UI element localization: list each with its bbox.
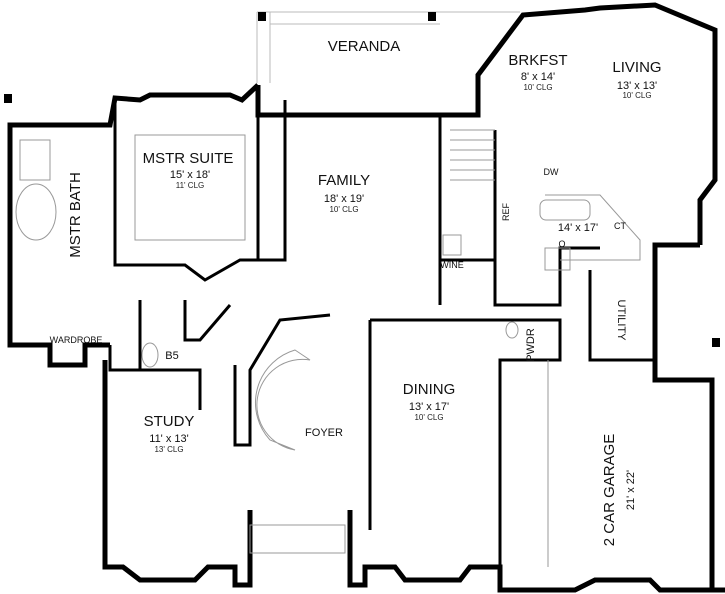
mstr-suite-label: MSTR SUITE [143, 150, 234, 167]
dining-ceiling: 10' CLG [414, 413, 443, 422]
veranda-outline [4, 11, 720, 347]
mstr-suite-size: 15' x 18' [170, 169, 210, 181]
garage-size: 21' x 22' [625, 470, 637, 510]
study-ceiling: 13' CLG [154, 445, 183, 454]
brkfst-size: 8' x 14' [521, 71, 555, 83]
ref-label: REF [501, 202, 511, 221]
dw-label: DW [544, 167, 559, 177]
family-ceiling: 10' CLG [329, 205, 358, 214]
room-labels: VERANDA BRKFST 8' x 14' 10' CLG LIVING 1… [50, 38, 662, 546]
pwdr-label: PWDR [525, 328, 537, 362]
brkfst-ceiling: 10' CLG [523, 83, 552, 92]
dining-size: 13' x 17' [409, 401, 449, 413]
b5-label: B5 [165, 350, 178, 362]
garage-label: 2 CAR GARAGE [601, 434, 618, 547]
family-label: FAMILY [318, 172, 370, 189]
brkfst-label: BRKFST [508, 52, 567, 69]
fixture-lines [15, 129, 641, 554]
study-label: STUDY [144, 413, 195, 430]
wardrobe-label: WARDROBE [50, 335, 103, 345]
oven-label: O [558, 239, 565, 249]
dining-label: DINING [403, 381, 456, 398]
mstr-bath-label: MSTR BATH [67, 172, 84, 258]
study-size: 11' x 13' [149, 433, 188, 445]
foyer-label: FOYER [305, 427, 343, 439]
wine-label: WINE [440, 260, 464, 270]
ct-label: CT [614, 221, 626, 231]
kitchen-size: 14' x 17' [558, 222, 598, 234]
exterior-walls [7, 2, 725, 593]
living-label: LIVING [612, 59, 661, 76]
living-ceiling: 10' CLG [622, 91, 651, 100]
mstr-suite-ceiling: 11' CLG [176, 181, 205, 190]
family-size: 18' x 19' [324, 193, 364, 205]
living-size: 13' x 13' [617, 80, 657, 92]
veranda-label: VERANDA [328, 38, 401, 55]
interior-walls [108, 100, 655, 567]
utility-label: UTILITY [615, 300, 627, 342]
